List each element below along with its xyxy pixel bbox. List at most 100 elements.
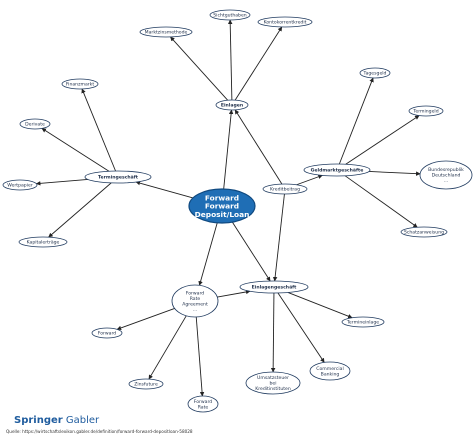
node-termingeld-shape [408, 105, 444, 117]
edge-kreditbeitrag-to-einlagen [234, 109, 283, 185]
node-zinsfuture: Zinsfuture [128, 378, 164, 390]
node-einlagengeschaeft-shape [239, 280, 309, 294]
node-geldmarktgeschaefte-label-0: Geldmarktgeschäfte [311, 168, 364, 174]
node-finanzmarkt-label-0: Finanzmarkt [66, 82, 94, 88]
node-wertpapier-label-0: Wertpapier [7, 183, 33, 189]
node-termingeschaeft: Termingeschäft [84, 170, 152, 184]
edge-termingeschaeft-to-derivate [41, 128, 110, 172]
node-einlagen: Einlagen [215, 99, 249, 111]
node-tagesgeld-label-0: Tagesgeld [363, 71, 387, 77]
edge-fra-to-einlagengeschaeft [217, 289, 251, 298]
edge-einlagengeschaeft-to-einlagensteuer [270, 292, 276, 373]
node-einlagengeschaeft: Einlagengeschäft [239, 280, 309, 294]
node-termineinlage-shape [341, 316, 385, 328]
node-forward_rate-label-0: Forward [194, 399, 213, 405]
node-schatzanweisung-shape [400, 226, 448, 238]
node-einlagengeschaeft-label-0: Einlagengeschäft [252, 285, 298, 291]
node-geldmarktgeschaefte-shape [303, 163, 371, 177]
node-einlagen-label-0: Einlagen [221, 103, 243, 109]
edge-termingeschaeft-to-kapitalertraege [48, 182, 112, 238]
node-kreditbeitrag-label-0: Kreditbeitrag [270, 187, 300, 193]
node-bundesrepublik: BundesrepublikDeutschland... [419, 160, 473, 190]
edge-termingeschaeft-to-finanzmarkt [81, 88, 116, 172]
node-sichtguthaben: Sichtguthaben [209, 9, 251, 21]
node-tagesgeld-shape [359, 67, 391, 79]
node-finanzmarkt: Finanzmarkt [61, 78, 99, 90]
node-zinsfuture-label-0: Zinsfuture [134, 382, 158, 388]
node-derivate: Derivate [19, 118, 51, 130]
edge-geldmarktgeschaefte-to-bundesrepublik [368, 171, 421, 176]
node-marktzinsmethode-shape [139, 26, 193, 38]
edge-einlagen-to-sichtguthaben [227, 19, 233, 101]
source-line: Quelle: https://wirtschaftslexikon.gable… [6, 429, 193, 434]
node-bundesrepublik-label-1: Deutschland [432, 173, 461, 179]
node-commercial_banking-label-0: Commercial [316, 366, 343, 372]
node-forward_rate-shape [187, 395, 219, 413]
node-kreditbeitrag-shape [262, 183, 308, 195]
node-zinsfuture-shape [128, 378, 164, 390]
node-forward_rate-label-1: Rate [198, 404, 209, 410]
node-sichtguthaben-label-0: Sichtguthaben [213, 13, 247, 19]
node-einlagensteuer-label-1: bei [269, 381, 276, 387]
node-kontokorrentkredit-label-0: Kontokorrentkredit [264, 20, 307, 26]
node-wertpapier-shape [2, 179, 38, 191]
edge-termingeschaeft-to-wertpapier [35, 179, 88, 186]
node-kapitalertraege-label-0: Kapitalerträge [27, 240, 60, 246]
node-fra-label-2: Agreement [182, 301, 208, 307]
edge-center-to-einlagengeschaeft [231, 221, 271, 282]
node-wertpapier: Wertpapier [2, 179, 38, 191]
node-einlagensteuer-label-2: Kreditinstituten [255, 386, 291, 392]
edge-einlagen-to-marktzinsmethode [170, 36, 228, 101]
nodes: SichtguthabenKontokorrentkreditMarktzins… [2, 9, 473, 413]
node-forward-label-0: Forward [98, 331, 117, 337]
node-finanzmarkt-shape [61, 78, 99, 90]
node-fra-shape [171, 284, 219, 318]
node-bundesrepublik-label-2: ... [444, 179, 448, 184]
node-schatzanweisung-label-0: Schatzanweisung [404, 230, 444, 236]
node-marktzinsmethode: Marktzinsmethode [139, 26, 193, 38]
edge-einlagengeschaeft-to-commercial_banking [277, 292, 325, 363]
node-kreditbeitrag: Kreditbeitrag [262, 183, 308, 195]
edges [35, 19, 421, 397]
node-forward: Forward [91, 327, 123, 339]
node-termineinlage-label-0: Termineinlage [346, 320, 379, 326]
node-bundesrepublik-label-0: Bundesrepublik [428, 167, 464, 173]
node-tagesgeld: Tagesgeld [359, 67, 391, 79]
node-derivate-shape [19, 118, 51, 130]
node-termingeschaeft-label-0: Termingeschäft [98, 175, 139, 181]
node-schatzanweisung: Schatzanweisung [400, 226, 448, 238]
node-fra: ForwardRateAgreement... [171, 284, 219, 318]
node-kapitalertraege: Kapitalerträge [18, 236, 68, 248]
edge-kreditbeitrag-to-einlagengeschaeft [272, 193, 285, 282]
node-fra-label-0: Forward [186, 291, 205, 297]
node-geldmarktgeschaefte: Geldmarktgeschäfte [303, 163, 371, 177]
node-fra-label-3: ... [193, 308, 197, 313]
edge-center-to-termingeschaeft [135, 180, 194, 199]
springer-wordmark: Springer [14, 415, 63, 426]
node-termingeld-label-0: Termingeld [412, 109, 438, 115]
node-termingeschaeft-shape [84, 170, 152, 184]
node-forward-shape [91, 327, 123, 339]
edge-geldmarktgeschaefte-to-schatzanweisung [344, 175, 418, 228]
node-center-label-0: Forward [205, 193, 239, 202]
edge-fra-to-forward_rate [195, 316, 205, 397]
node-bundesrepublik-shape [419, 160, 473, 190]
node-center-label-2: Deposit/Loan [195, 210, 250, 219]
node-commercial_banking-shape [309, 361, 351, 381]
edge-fra-to-forward [116, 307, 175, 331]
edge-center-to-einlagen [223, 109, 234, 190]
node-kapitalertraege-shape [18, 236, 68, 248]
edge-kreditbeitrag-to-geldmarktgeschaefte [296, 174, 323, 186]
node-marktzinsmethode-label-0: Marktzinsmethode [145, 30, 188, 36]
gabler-wordmark: Gabler [65, 415, 100, 426]
edge-einlagen-to-kontokorrentkredit [234, 26, 283, 101]
node-kontokorrentkredit-shape [257, 16, 313, 28]
node-einlagensteuer-label-0: Umsatzsteuer [257, 375, 289, 381]
edge-center-to-fra [198, 222, 218, 286]
node-center-label-1: Forward [205, 202, 239, 211]
node-derivate-label-0: Derivate [25, 122, 45, 128]
